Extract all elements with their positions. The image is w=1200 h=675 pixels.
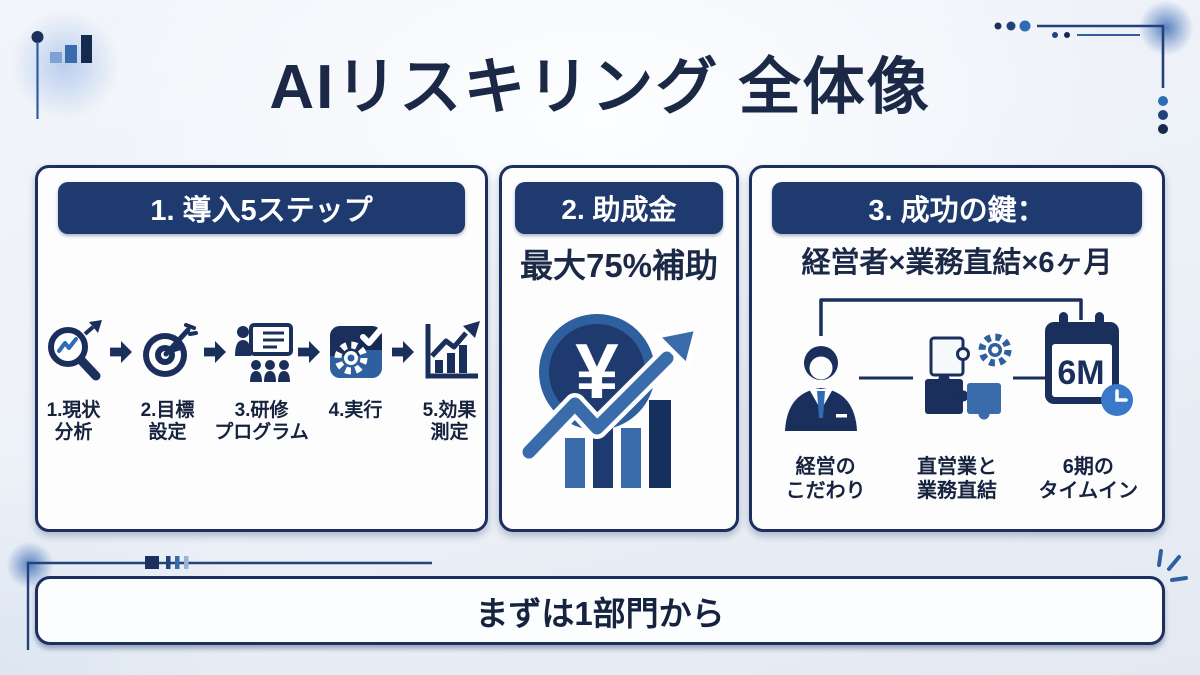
step-label: 1.現状 分析 xyxy=(46,400,101,444)
subsidy-header: 2. 助成金 xyxy=(515,182,723,234)
panel-steps: 1. 導入5ステップ 1.現状 分析 xyxy=(35,165,488,532)
step-item: 1.現状 分析 xyxy=(40,320,108,445)
success-label: 直営業と 業務直結 xyxy=(916,456,997,502)
step-label: 4.実行 xyxy=(328,400,383,421)
step-item: 3.研修 プログラム xyxy=(214,320,309,445)
step-item: 2.目標 設定 xyxy=(134,320,202,445)
target-dart-icon xyxy=(142,323,198,377)
arrow-right-icon xyxy=(109,341,132,363)
step-item: 4.実行 xyxy=(322,320,390,422)
subsidy-subtitle: 最大75%補助 xyxy=(519,247,719,284)
gear-check-icon xyxy=(329,326,384,378)
step-label: 2.目標 設定 xyxy=(140,400,195,444)
success-labels: 経営の こだわり 直営業と 業務直結 6期の タイムイン xyxy=(760,455,1154,503)
step-label: 3.研修 プログラム xyxy=(214,400,309,444)
training-presentation-icon xyxy=(234,323,293,382)
success-header: 3. 成功の鍵： xyxy=(772,182,1142,234)
executive-icon xyxy=(785,346,857,431)
arrow-right-icon xyxy=(391,341,414,363)
footer-message: まずは1部門から xyxy=(475,594,725,632)
magnifier-chart-icon xyxy=(47,320,102,381)
success-icons: 6M xyxy=(785,298,1133,431)
panel-success: 3. 成功の鍵： 経営者×業務直結×6ヶ月 xyxy=(749,165,1165,532)
footer-banner: まずは1部門から xyxy=(35,576,1165,645)
growth-chart-icon xyxy=(425,321,480,379)
steps-header: 1. 導入5ステップ xyxy=(58,182,465,234)
calendar-6m-text: 6M xyxy=(1057,354,1104,392)
arrow-right-icon xyxy=(297,341,320,363)
steps-row: 1.現状 分析 2.目標 設定 xyxy=(44,320,480,445)
step-label: 5.効果 測定 xyxy=(422,400,477,444)
yen-growth-icon: ¥ xyxy=(519,314,700,488)
page-title: AIリスキリング 全体像 xyxy=(269,53,931,122)
success-label: 経営の こだわり xyxy=(785,456,866,502)
success-subtitle: 経営者×業務直結×6ヶ月 xyxy=(801,247,1113,279)
panel-subsidy: 2. 助成金 最大75%補助 ¥ xyxy=(499,165,739,532)
step-item: 5.効果 測定 xyxy=(416,320,484,445)
arrow-right-icon xyxy=(203,341,226,363)
success-label: 6期の タイムイン xyxy=(1038,456,1139,502)
puzzle-gear-icon xyxy=(925,333,1012,420)
calendar-clock-icon: 6M xyxy=(1045,312,1133,416)
